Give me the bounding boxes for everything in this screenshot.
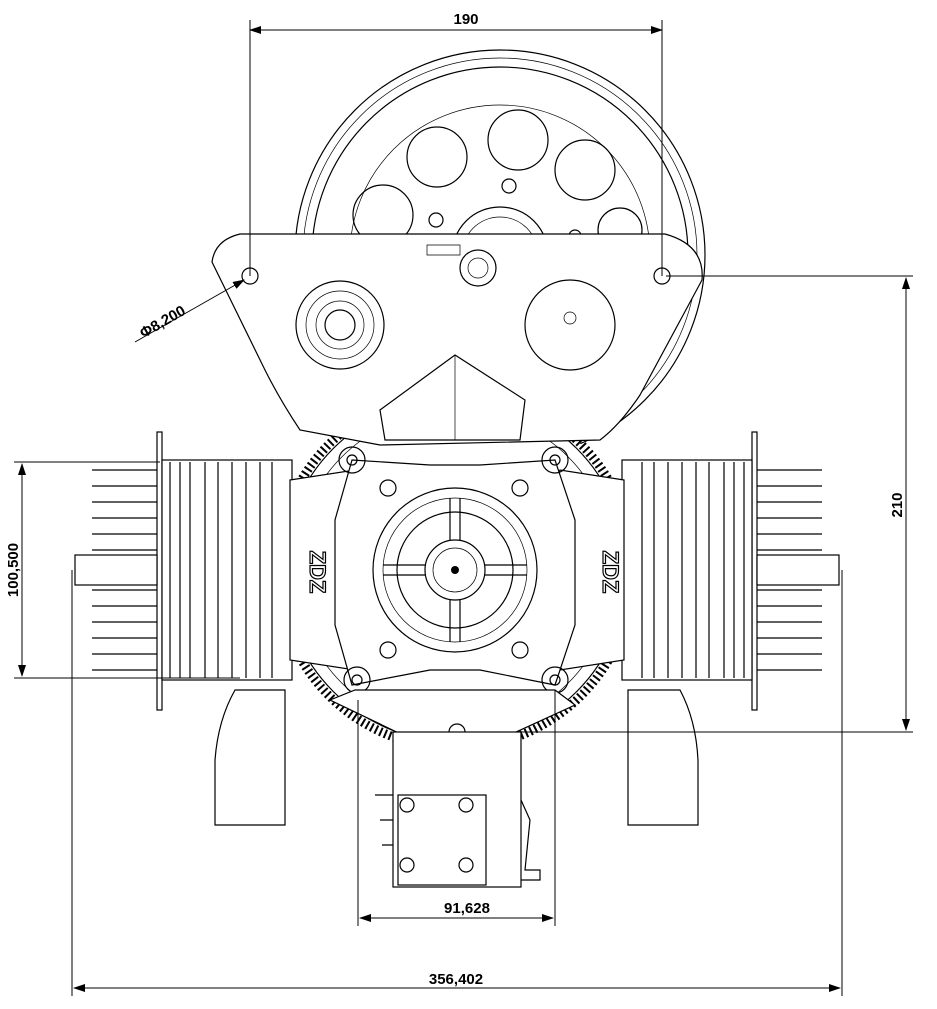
dim-overall-width: 356,402 [429, 971, 483, 988]
dim-hole-diameter: Φ8,200 [137, 302, 189, 342]
dimension-lines [14, 20, 913, 996]
dim-carb-width: 91,628 [444, 900, 490, 917]
dim-right-height: 210 [889, 492, 906, 517]
right-cylinder-logo: ZDZ [598, 551, 623, 594]
left-cylinder-logo: ZDZ [305, 551, 330, 594]
crankcase [334, 446, 576, 694]
exhaust-pipes [214, 689, 699, 826]
mount-plate [211, 233, 703, 446]
carburetor [328, 689, 577, 888]
dim-left-height: 100,500 [5, 543, 22, 597]
dim-top-width: 190 [453, 11, 478, 28]
